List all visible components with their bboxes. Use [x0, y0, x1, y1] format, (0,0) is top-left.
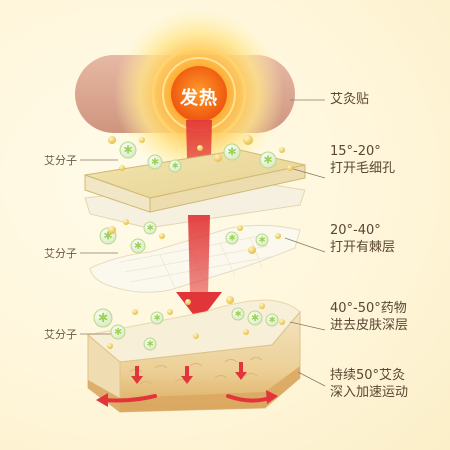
down-arrow-small: [235, 362, 247, 380]
bubble: [248, 246, 256, 254]
spread-arrow-right-head: [266, 390, 278, 404]
leader-line: [284, 237, 326, 253]
svg-text:✱: ✱: [123, 144, 132, 157]
bubble: [226, 296, 234, 304]
svg-text:✱: ✱: [268, 315, 275, 325]
stage-1-temp: 15°-20°: [330, 144, 381, 159]
stage-2-desc: 打开有棘层: [330, 240, 396, 255]
molecule-icon: ✱: [150, 311, 164, 325]
bubble-group: [107, 135, 293, 349]
molecule-icon: ✱: [225, 231, 239, 245]
leader-line: [289, 321, 326, 331]
stage-4-temp: 持续50°艾灸: [330, 368, 406, 383]
bubble: [108, 136, 116, 144]
bubble: [279, 319, 285, 325]
svg-text:✱: ✱: [134, 241, 142, 252]
bubble: [287, 165, 293, 171]
deep-down-arrows: [131, 362, 247, 384]
patch-label: 艾灸贴: [330, 92, 370, 107]
molecule-label-2: 艾分子: [44, 247, 77, 260]
bubble: [275, 233, 281, 239]
bubble: [139, 137, 145, 143]
molecule-icon: ✱: [247, 310, 263, 326]
heat-beam-middle: [188, 215, 210, 296]
leader-line: [289, 167, 326, 179]
stage-2-temp: 20°-40°: [330, 223, 381, 238]
stage-4-label: 持续50°艾灸 深入加速运动: [330, 367, 408, 401]
molecule-label-3: 艾分子: [44, 328, 77, 341]
bubble: [132, 309, 138, 315]
leader-line: [297, 371, 326, 387]
bubble: [159, 233, 165, 239]
stage-1-desc: 打开毛细孔: [330, 161, 396, 176]
molecule-icon: ✱: [223, 143, 241, 161]
bubble: [123, 219, 129, 225]
bubble: [279, 147, 285, 153]
spread-arrow-left-head: [96, 393, 108, 407]
layer-1: [84, 149, 306, 229]
bubble: [167, 309, 173, 315]
svg-text:✱: ✱: [234, 309, 241, 319]
down-arrow-small: [131, 366, 143, 384]
svg-text:✱: ✱: [151, 157, 159, 168]
molecule-icon: ✱: [93, 308, 113, 328]
bubble: [243, 329, 249, 335]
bubble: [185, 299, 191, 305]
molecule-icon: ✱: [265, 313, 279, 327]
molecule-label-1: 艾分子: [44, 154, 77, 167]
svg-text:✱: ✱: [153, 313, 160, 323]
stage-1-label: 15°-20° 打开毛细孔: [330, 143, 395, 177]
molecule-icon: ✱: [119, 141, 137, 159]
svg-text:✱: ✱: [146, 339, 153, 349]
svg-text:✱: ✱: [146, 223, 153, 233]
svg-text:✱: ✱: [228, 233, 235, 243]
spread-arrow-left: [102, 394, 157, 403]
stage-2-label: 20°-40° 打开有棘层: [330, 222, 395, 256]
deep-skin-top: [86, 299, 301, 363]
bubble: [214, 154, 222, 162]
molecule-icon: ✱: [147, 154, 163, 170]
stage-4-desc: 深入加速运动: [330, 385, 409, 400]
svg-text:✱: ✱: [171, 161, 178, 171]
svg-text:✱: ✱: [263, 154, 272, 167]
bubble: [108, 226, 116, 234]
moxibustion-patch: [75, 9, 295, 179]
layer-1-side: [149, 164, 306, 213]
spread-arrows: [102, 394, 272, 403]
heat-core: [171, 66, 227, 122]
molecule-group: ✱ ✱ ✱ ✱ ✱ ✱ ✱ ✱ ✱ ✱ ✱ ✱ ✱ ✱ ✱ ✱ ✱: [93, 141, 279, 351]
svg-text:✱: ✱: [103, 230, 112, 243]
bubble: [197, 145, 203, 151]
bubble: [193, 333, 199, 339]
molecule-icon: ✱: [259, 151, 277, 169]
svg-text:✱: ✱: [258, 235, 265, 245]
down-arrow-small: [181, 366, 193, 384]
svg-text:✱: ✱: [114, 327, 122, 338]
bubble: [237, 225, 243, 231]
bubble: [243, 135, 253, 145]
bubble: [259, 303, 265, 309]
bubble: [119, 165, 125, 171]
molecule-icon: ✱: [130, 238, 146, 254]
svg-text:✱: ✱: [251, 313, 259, 324]
molecule-icon: ✱: [143, 337, 157, 351]
molecule-icon: ✱: [231, 307, 245, 321]
stage-3-desc: 进去皮肤深层: [330, 318, 409, 333]
svg-text:✱: ✱: [98, 310, 109, 325]
spread-arrow-right: [226, 394, 272, 403]
molecule-icon: ✱: [110, 324, 126, 340]
molecule-icon: ✱: [255, 233, 269, 247]
stage-3-temp: 40°-50°药物: [330, 301, 407, 316]
bubble: [107, 343, 113, 349]
stage-3-label: 40°-50°药物 进去皮肤深层: [330, 300, 408, 334]
molecule-icon: ✱: [143, 221, 157, 235]
heat-label: 发热: [180, 88, 218, 109]
svg-text:✱: ✱: [227, 146, 236, 159]
molecule-icon: ✱: [168, 159, 182, 173]
leader-lines: [80, 99, 326, 387]
